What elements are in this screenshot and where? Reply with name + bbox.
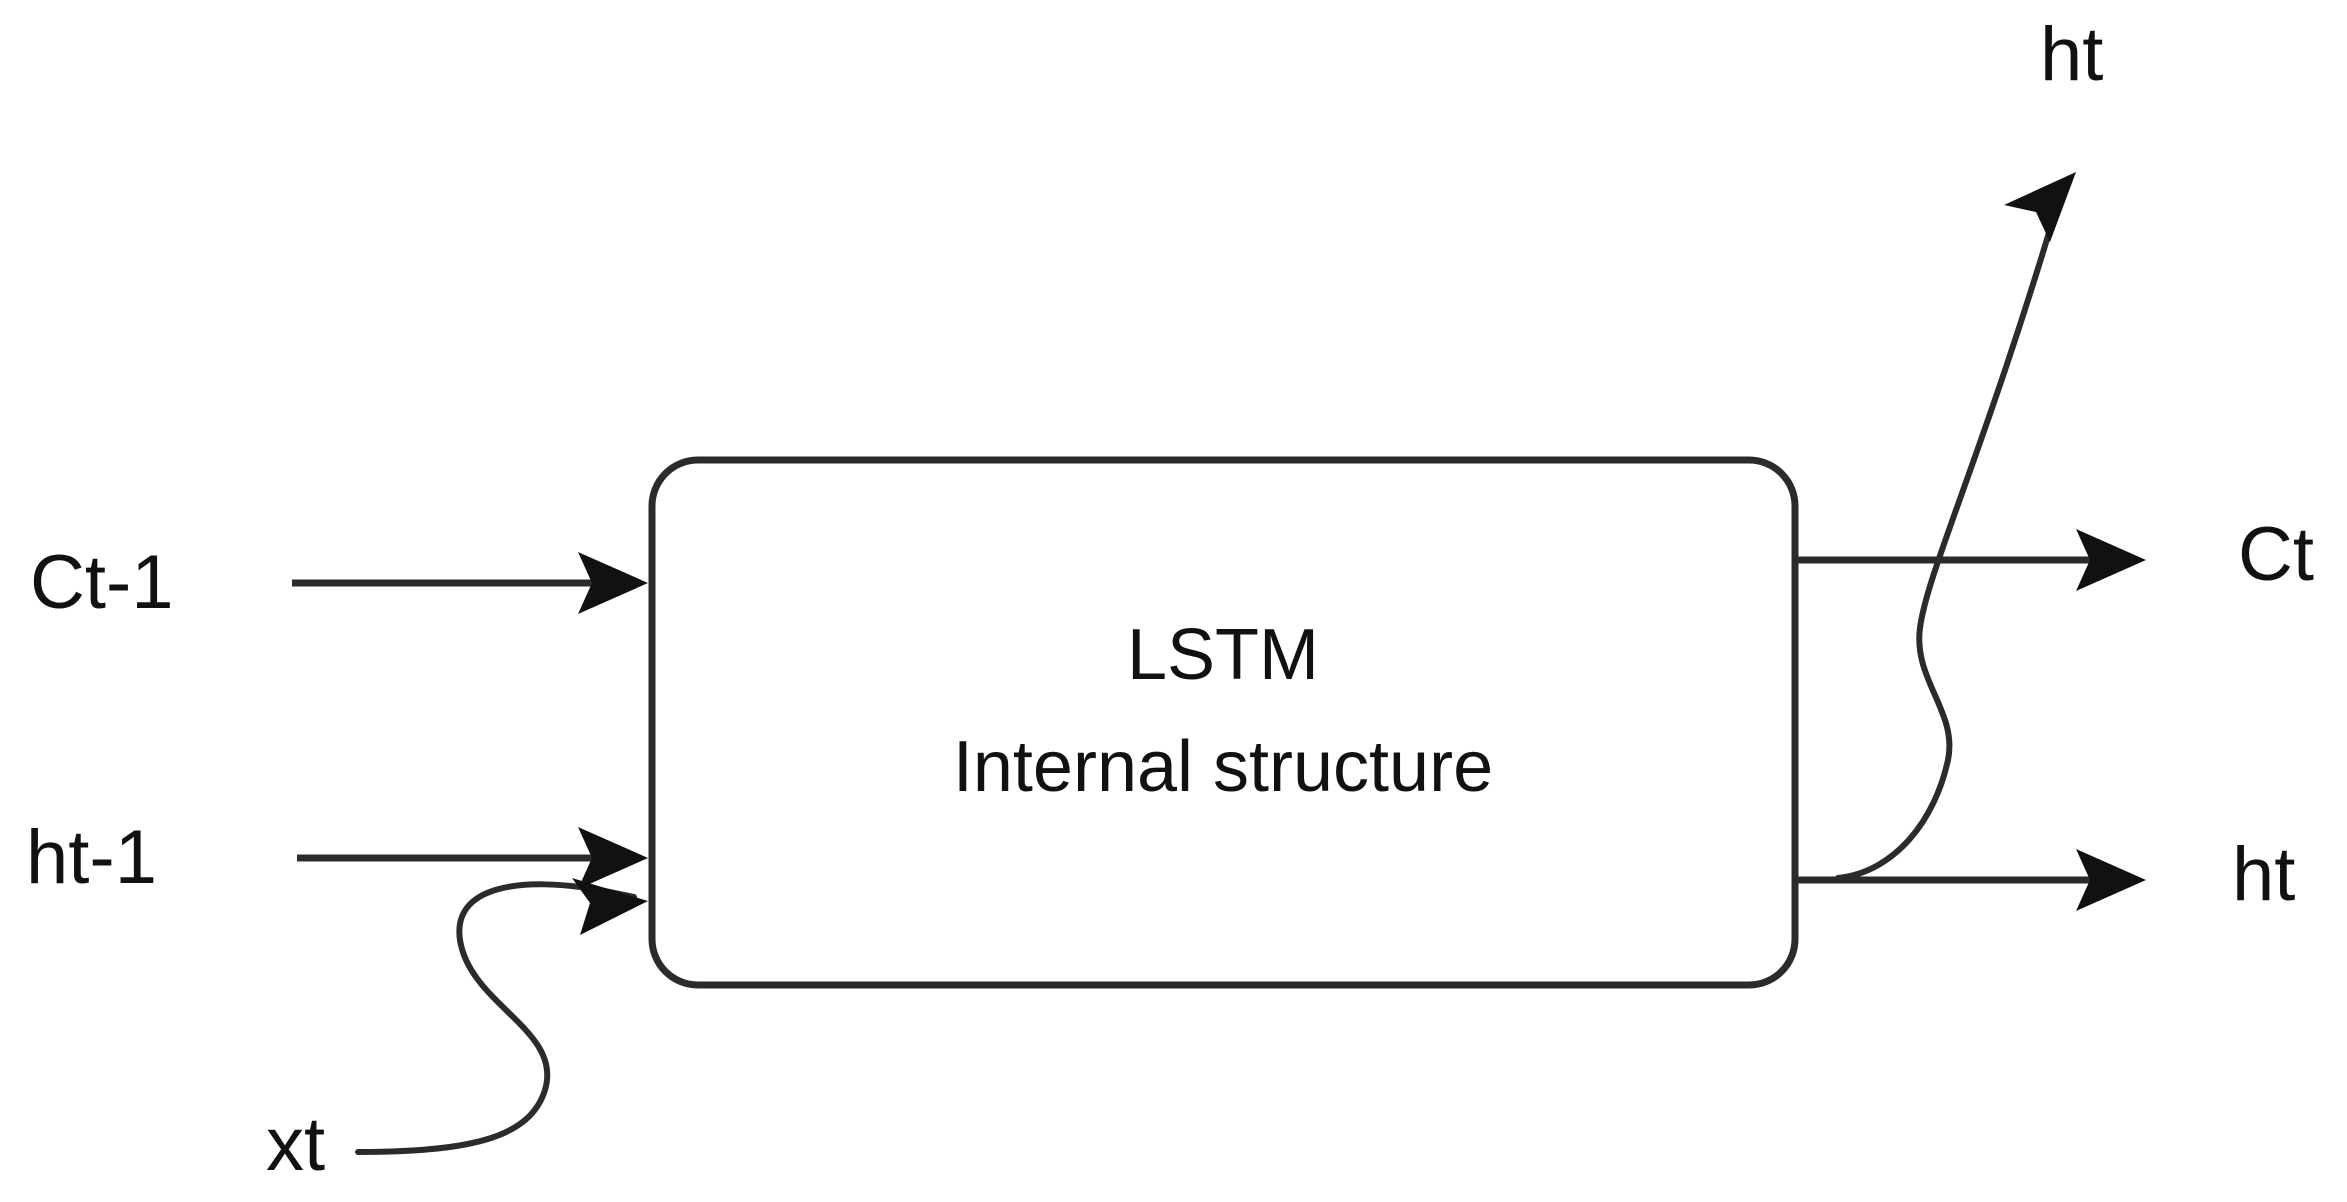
edge-ht-next-arrowhead-icon xyxy=(2076,849,2146,911)
edge-ht-up xyxy=(1835,172,2076,881)
edge-ht-prev xyxy=(297,827,648,889)
label-ht-prev: ht-1 xyxy=(26,815,157,900)
edge-ht-prev-arrowhead-icon xyxy=(578,827,648,889)
edge-xt xyxy=(355,878,648,1155)
edge-ct-next xyxy=(1795,529,2146,591)
label-xt: xt xyxy=(266,1102,325,1187)
label-ht-up: ht xyxy=(2040,12,2103,97)
edge-xt-arrowhead-icon xyxy=(572,878,648,935)
lstm-block[interactable] xyxy=(648,456,1799,989)
edge-ht-up-curve xyxy=(1835,193,2063,881)
edge-ht-next xyxy=(1795,849,2146,911)
edge-ct-next-arrowhead-icon xyxy=(2076,529,2146,591)
edge-ct-prev xyxy=(292,552,648,614)
edge-xt-curve xyxy=(355,881,637,1155)
lstm-block-title-line1: LSTM xyxy=(1127,615,1319,695)
label-ct-next: Ct xyxy=(2238,512,2314,597)
edge-ct-prev-arrowhead-icon xyxy=(578,552,648,614)
label-ct-prev: Ct-1 xyxy=(30,540,174,625)
label-ht-next: ht xyxy=(2232,832,2295,917)
edge-ht-up-arrowhead-icon xyxy=(2004,172,2076,242)
lstm-block-title-line2: Internal structure xyxy=(953,727,1493,807)
